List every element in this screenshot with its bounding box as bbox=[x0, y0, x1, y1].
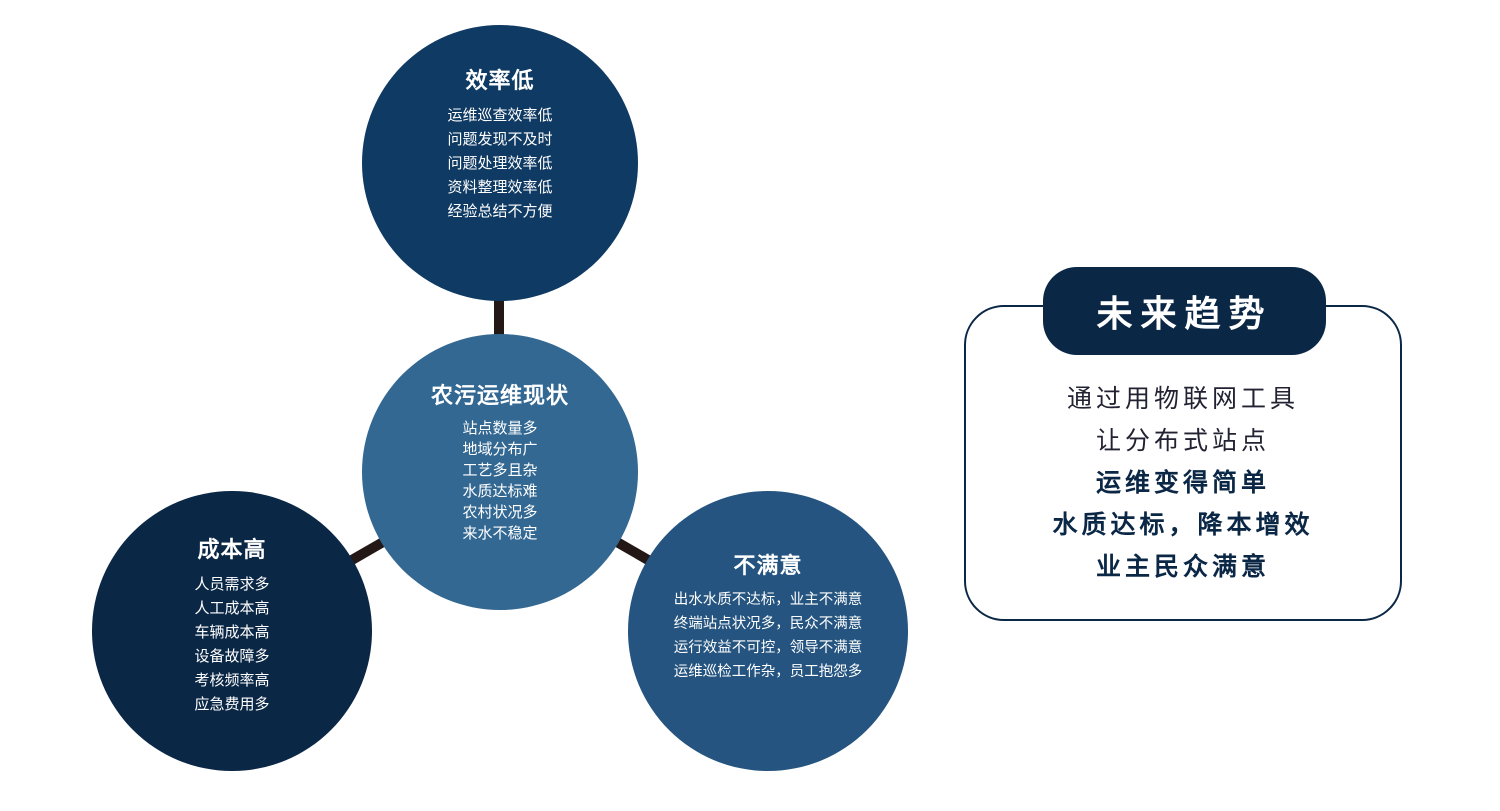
cost-item: 车辆成本高 bbox=[194, 622, 270, 641]
efficiency-item: 经验总结不方便 bbox=[447, 202, 553, 220]
connector-top bbox=[494, 298, 504, 338]
dissatisfaction-item: 运行效益不可控，领导不满意 bbox=[673, 640, 863, 656]
cost-title: 成本高 bbox=[197, 537, 267, 563]
status-item: 站点数量多 bbox=[462, 419, 538, 437]
efficiency-item: 资料整理效率低 bbox=[447, 178, 553, 196]
cost-item: 人工成本高 bbox=[194, 598, 270, 617]
trend-line: 业主民众满意 bbox=[1095, 552, 1270, 581]
future-trend-body: 通过用物联网工具 让分布式站点 运维变得简单 水质达标，降本增效 业主民众满意 bbox=[966, 378, 1400, 588]
dissatisfaction-circle: 不满意 出水水质不达标，业主不满意 终端站点状况多，民众不满意 运行效益不可控，… bbox=[628, 491, 908, 771]
future-trend-box bbox=[964, 305, 1402, 621]
cost-item: 应急费用多 bbox=[194, 694, 270, 713]
cost-circle: 成本高 人员需求多 人工成本高 车辆成本高 设备故障多 考核频率高 应急费用多 bbox=[92, 491, 372, 771]
status-circle: 农污运维现状 站点数量多 地域分布广 工艺多且杂 水质达标难 农村状况多 来水不… bbox=[362, 334, 638, 610]
cost-item: 考核频率高 bbox=[194, 670, 270, 689]
status-item: 地域分布广 bbox=[462, 440, 538, 458]
status-item: 工艺多且杂 bbox=[462, 461, 538, 479]
cost-item: 设备故障多 bbox=[194, 646, 270, 665]
dissatisfaction-item: 出水水质不达标，业主不满意 bbox=[673, 592, 863, 608]
future-trend-header: 未来趋势 bbox=[1043, 267, 1326, 355]
efficiency-item: 问题处理效率低 bbox=[447, 154, 553, 172]
efficiency-circle: 效率低 运维巡查效率低 问题发现不及时 问题处理效率低 资料整理效率低 经验总结… bbox=[362, 25, 638, 301]
status-title: 农污运维现状 bbox=[430, 384, 569, 409]
cost-item: 人员需求多 bbox=[194, 574, 270, 593]
trend-line: 运维变得简单 bbox=[1095, 468, 1270, 497]
status-item: 农村状况多 bbox=[462, 503, 538, 521]
trend-line: 通过用物联网工具 bbox=[1066, 384, 1299, 413]
status-item: 水质达标难 bbox=[462, 482, 538, 500]
trend-line: 水质达标，降本增效 bbox=[1052, 510, 1314, 539]
dissatisfaction-title: 不满意 bbox=[733, 554, 803, 579]
status-item: 来水不稳定 bbox=[462, 524, 538, 542]
trend-line: 让分布式站点 bbox=[1095, 426, 1270, 455]
efficiency-item: 问题发现不及时 bbox=[447, 130, 553, 148]
dissatisfaction-item: 运维巡检工作杂，员工抱怨多 bbox=[673, 664, 863, 680]
efficiency-item: 运维巡查效率低 bbox=[447, 106, 553, 124]
dissatisfaction-item: 终端站点状况多，民众不满意 bbox=[673, 616, 863, 632]
efficiency-title: 效率低 bbox=[465, 69, 535, 94]
